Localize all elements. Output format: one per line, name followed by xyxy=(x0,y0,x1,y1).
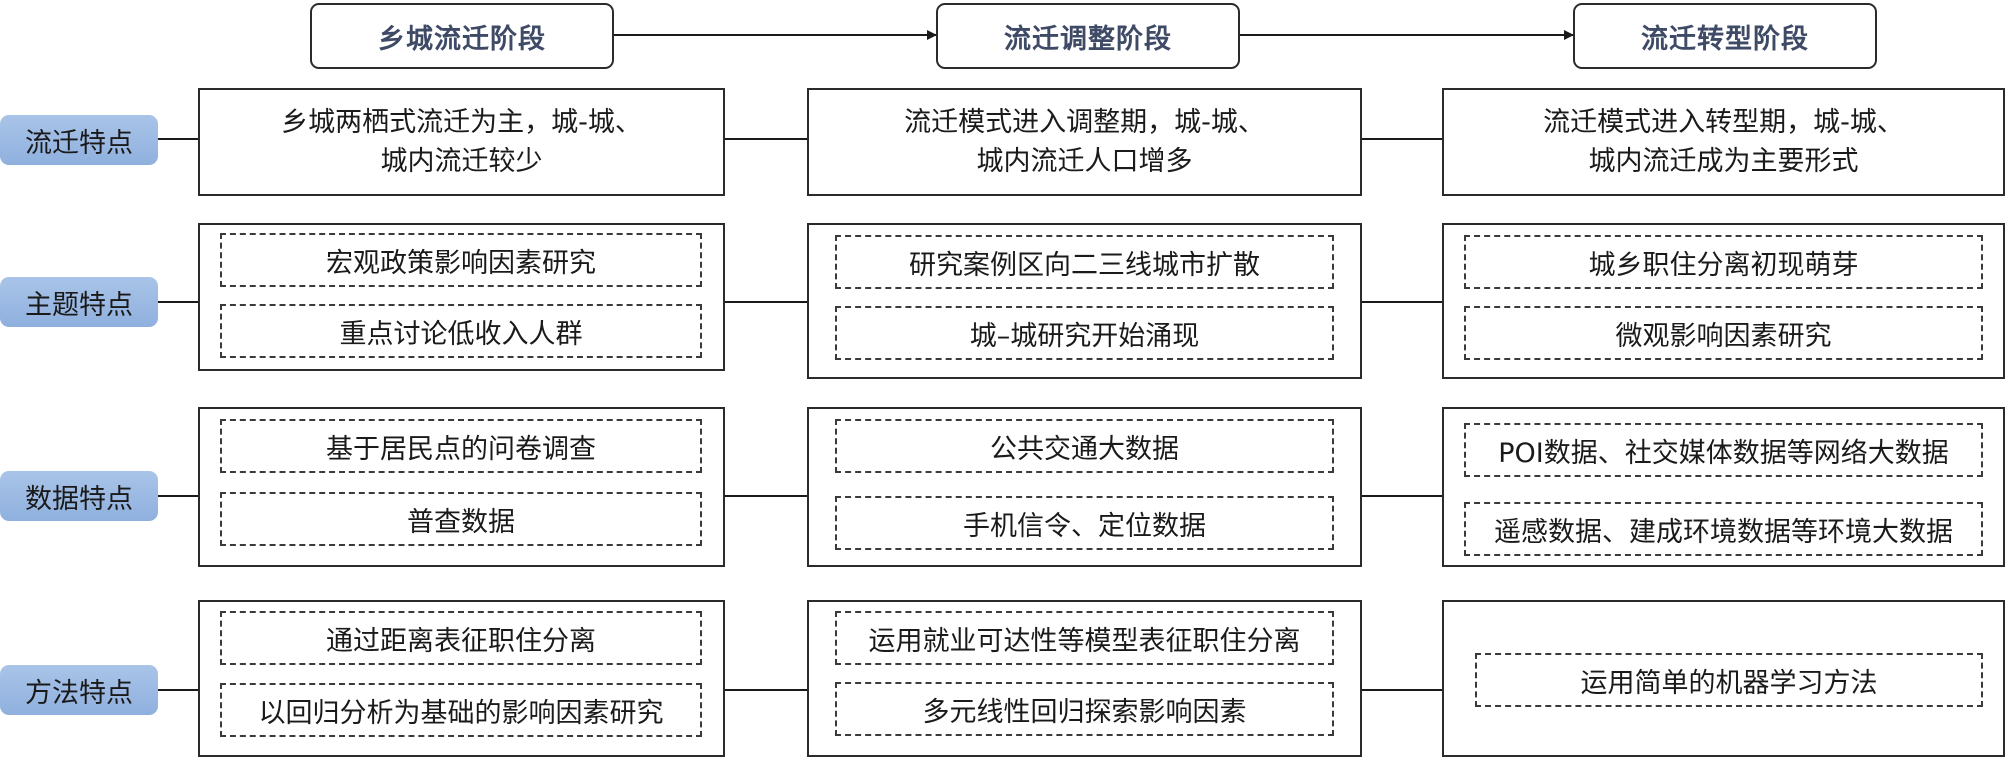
theme-stage-1-cell: 宏观政策影响因素研究 重点讨论低收入人群 xyxy=(198,223,725,371)
method-item: 运用简单的机器学习方法 xyxy=(1475,653,1983,707)
method-item: 通过距离表征职住分离 xyxy=(220,611,702,665)
data-item: 手机信令、定位数据 xyxy=(835,496,1334,550)
stage-3-header: 流迁转型阶段 xyxy=(1573,3,1877,69)
data-item: 基于居民点的问卷调查 xyxy=(220,419,702,473)
data-stage-2-cell: 公共交通大数据 手机信令、定位数据 xyxy=(807,407,1362,567)
method-stage-3-cell: 运用简单的机器学习方法 xyxy=(1442,600,2005,757)
theme-item: 研究案例区向二三线城市扩散 xyxy=(835,235,1334,289)
theme-stage-3-cell: 城乡职住分离初现萌芽 微观影响因素研究 xyxy=(1442,223,2005,379)
cell-text-line: 城内流迁成为主要形式 xyxy=(1588,146,1859,177)
theme-stage-2-cell: 研究案例区向二三线城市扩散 城–城研究开始涌现 xyxy=(807,223,1362,379)
theme-item: 微观影响因素研究 xyxy=(1464,306,1983,360)
data-stage-3-cell: POI数据、社交媒体数据等网络大数据 遥感数据、建成环境数据等环境大数据 xyxy=(1442,407,2005,567)
theme-item: 宏观政策影响因素研究 xyxy=(220,233,702,287)
method-stage-2-cell: 运用就业可达性等模型表征职住分离 多元线性回归探索影响因素 xyxy=(807,600,1362,757)
cell-text-line: 乡城两栖式流迁为主，城-城、 xyxy=(281,107,642,138)
theme-item: 重点讨论低收入人群 xyxy=(220,304,702,358)
migration-stage-3-cell: 流迁模式进入转型期，城-城、 城内流迁成为主要形式 xyxy=(1442,88,2005,196)
theme-item: 城–城研究开始涌现 xyxy=(835,306,1334,360)
method-stage-1-cell: 通过距离表征职住分离 以回归分析为基础的影响因素研究 xyxy=(198,600,725,757)
cell-text-line: 流迁模式进入转型期，城-城、 xyxy=(1543,107,1904,138)
row-label-data: 数据特点 xyxy=(0,471,158,521)
migration-stage-2-cell: 流迁模式进入调整期，城-城、 城内流迁人口增多 xyxy=(807,88,1362,196)
data-item: 公共交通大数据 xyxy=(835,419,1334,473)
row-label-migration: 流迁特点 xyxy=(0,115,158,165)
cell-text-line: 城内流迁人口增多 xyxy=(976,146,1193,177)
data-item: 普查数据 xyxy=(220,492,702,546)
method-item: 以回归分析为基础的影响因素研究 xyxy=(220,683,702,737)
cell-text-line: 流迁模式进入调整期，城-城、 xyxy=(904,107,1265,138)
theme-item: 城乡职住分离初现萌芽 xyxy=(1464,235,1983,289)
method-item: 运用就业可达性等模型表征职住分离 xyxy=(835,611,1334,665)
data-item: POI数据、社交媒体数据等网络大数据 xyxy=(1464,423,1983,477)
data-stage-1-cell: 基于居民点的问卷调查 普查数据 xyxy=(198,407,725,567)
migration-stage-1-cell: 乡城两栖式流迁为主，城-城、 城内流迁较少 xyxy=(198,88,725,196)
stage-2-header: 流迁调整阶段 xyxy=(936,3,1240,69)
row-label-theme: 主题特点 xyxy=(0,277,158,327)
row-label-method: 方法特点 xyxy=(0,665,158,715)
stage-1-header: 乡城流迁阶段 xyxy=(310,3,614,69)
data-item: 遥感数据、建成环境数据等环境大数据 xyxy=(1464,502,1983,556)
cell-text-line: 城内流迁较少 xyxy=(380,146,543,177)
method-item: 多元线性回归探索影响因素 xyxy=(835,682,1334,736)
